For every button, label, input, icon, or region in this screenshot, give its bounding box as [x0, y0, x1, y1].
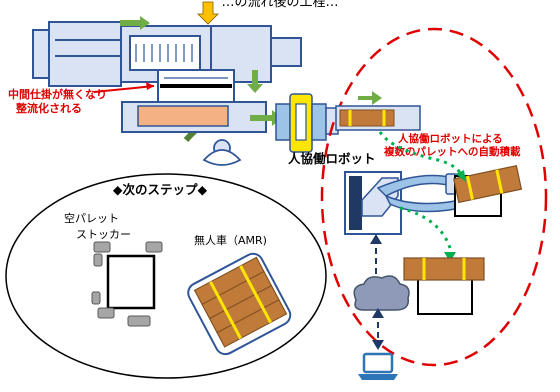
wip-note-line2: 整流化される [15, 101, 82, 115]
next-step-title: ◆次のステップ◆ [113, 182, 208, 197]
output-workpiece [339, 109, 395, 127]
stacker-label-line2: ストッカー [76, 228, 131, 241]
down-arrow-top [197, 1, 219, 25]
flow-arrow-lower [250, 110, 282, 126]
cobot-label: 人協働ロボット [288, 151, 376, 166]
amr-label: 無人車（AMR) [194, 233, 267, 247]
stacker-label-line1: 空パレット [64, 211, 119, 225]
robot-note-line1: 人協働ロボットによる [398, 132, 503, 145]
dotted-path-1 [378, 131, 464, 179]
laptop-icon [358, 352, 398, 380]
wip-note-line1: 中間仕掛が無くなり [8, 87, 107, 101]
wip-pointer-arrow [93, 85, 155, 93]
amr-vehicle [187, 252, 292, 356]
pallet-2-wood [403, 257, 485, 281]
header-title: …の流れ後の工程… [221, 0, 338, 10]
conveyor-teeth [135, 44, 193, 62]
next-step-ellipse [5, 173, 327, 379]
pallet-1-wood [453, 164, 523, 204]
operator-body [202, 149, 242, 166]
cloud-icon [353, 275, 410, 311]
flow-arrow-output [358, 91, 382, 105]
cobot-area-ellipse [320, 27, 548, 367]
flow-arrow-top [120, 16, 150, 30]
lower-workpiece [137, 105, 229, 127]
down-arrow-mid [247, 70, 263, 93]
robot-note-line2: 複数のパレットへの自動積載 [383, 145, 521, 158]
empty-pallet-stacker [91, 241, 163, 327]
dotted-path-2 [399, 206, 453, 262]
rotary-unit [275, 93, 339, 153]
